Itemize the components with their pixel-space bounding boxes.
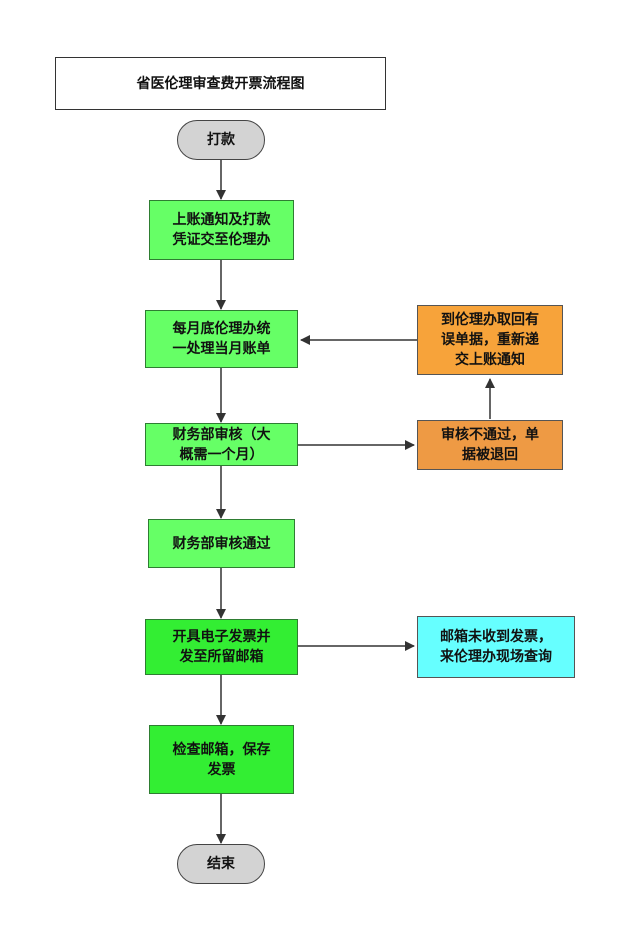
resubmit-line-3: 交上账通知 xyxy=(455,352,525,368)
reject-node: 审核不通过，单 据被退回 xyxy=(417,420,563,470)
step-2-line-2: 一处理当月账单 xyxy=(172,341,271,357)
step-4-line-1: 财务部审核通过 xyxy=(172,535,271,552)
step-1-line-1: 上账通知及打款 xyxy=(172,212,271,228)
step-node-4: 财务部审核通过 xyxy=(148,519,295,568)
step-6-line-1: 检查邮箱，保存 xyxy=(172,741,271,758)
not-received-line-1: 邮箱未收到发票， xyxy=(440,629,552,645)
step-5-line-1: 开具电子发票并 xyxy=(172,629,271,645)
step-node-1: 上账通知及打款 凭证交至伦理办 xyxy=(149,200,294,260)
end-label: 结束 xyxy=(207,856,235,872)
step-node-3: 财务部审核（大 概需一个月） xyxy=(145,423,298,466)
title-text: 省医伦理审查费开票流程图 xyxy=(136,75,305,92)
resubmit-line-1: 到伦理办取回有 xyxy=(441,312,539,328)
resubmit-line-2: 误单据，重新递 xyxy=(441,332,539,348)
not-received-line-2: 来伦理办现场查询 xyxy=(440,649,552,665)
page-title: 省医伦理审查费开票流程图 xyxy=(55,57,386,110)
step-node-2: 每月底伦理办统 一处理当月账单 xyxy=(145,310,298,368)
not-received-node: 邮箱未收到发票， 来伦理办现场查询 xyxy=(417,616,575,678)
step-3-line-2: 概需一个月） xyxy=(179,446,264,463)
start-node: 打款 xyxy=(177,120,265,160)
step-6-line-2: 发票 xyxy=(207,761,236,778)
step-2-line-1: 每月底伦理办统 xyxy=(172,321,271,337)
start-label: 打款 xyxy=(207,132,235,148)
step-3-line-1: 财务部审核（大 xyxy=(172,426,271,443)
step-5-line-2: 发至所留邮箱 xyxy=(179,649,264,665)
step-node-5: 开具电子发票并 发至所留邮箱 xyxy=(145,619,298,675)
reject-line-2: 据被退回 xyxy=(462,447,518,463)
step-1-line-2: 凭证交至伦理办 xyxy=(172,232,271,248)
reject-line-1: 审核不通过，单 xyxy=(441,427,539,443)
step-node-6: 检查邮箱，保存 发票 xyxy=(149,725,294,794)
end-node: 结束 xyxy=(177,844,265,884)
resubmit-node: 到伦理办取回有 误单据，重新递 交上账通知 xyxy=(417,305,563,375)
